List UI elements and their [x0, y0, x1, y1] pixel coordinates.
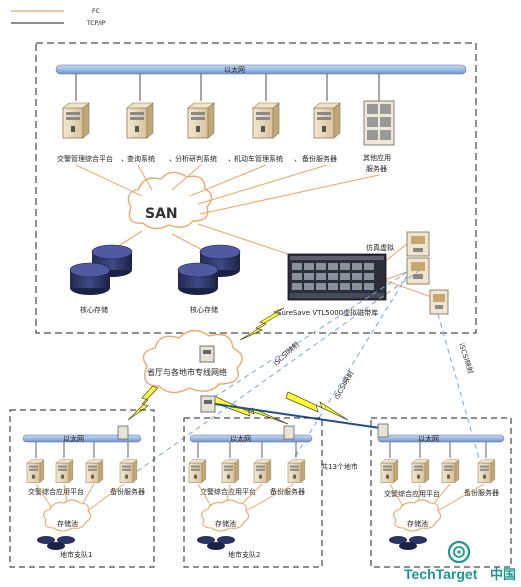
- branch-1-storage-icon: [37, 536, 75, 550]
- iscsi-label-vertical: iSCSI映射: [457, 342, 475, 375]
- branch-1-platform: 交警综合应用平台: [28, 487, 84, 496]
- branch-3: 以太网 交警综合应用平台 备份服务器 存储池: [370, 417, 512, 568]
- hq-server-label-2: 查询系统: [127, 154, 155, 163]
- wan-bolts: [127, 307, 349, 425]
- other-app-server-icon: [363, 100, 395, 146]
- hq-server-label-4: 机动车管理系统: [234, 154, 283, 163]
- branch-1-backup: 备份服务器: [110, 487, 145, 496]
- legend: FC TCP/IP: [11, 8, 106, 27]
- branch-2-router-icon: [283, 425, 295, 440]
- branch-3-region: [370, 417, 512, 568]
- branch-2-ethernet: 以太网: [230, 434, 251, 443]
- san-label: SAN: [145, 206, 178, 222]
- hq-server-label-5: 备份服务器: [302, 154, 337, 163]
- techtarget-logo: TechTarget 中国: [404, 540, 516, 583]
- branch-3-router-icon: [377, 423, 389, 438]
- iscsi-label-1: iSCSI映射: [271, 340, 301, 368]
- other-app-label-2: 服务器: [366, 164, 387, 173]
- iscsi-label-2: iSCSI映射: [332, 369, 356, 401]
- branch-2-platform: 交警综合应用平台: [200, 487, 256, 496]
- hq-server-icon-5: [313, 102, 341, 139]
- hq-server-icon-4: [252, 102, 280, 139]
- branch-3-storage-icon: [389, 536, 427, 550]
- tape-library-icon-1: [406, 231, 430, 257]
- svg-text:、: 、: [121, 155, 128, 163]
- core-storage-right-label: 核心存储: [190, 305, 218, 314]
- techtarget-region: 中国: [490, 567, 516, 583]
- core-storage-left: 核心存储: [69, 244, 133, 314]
- branch-1-ethernet: 以太网: [63, 434, 84, 443]
- hq-server-icon-3: [187, 102, 215, 139]
- svg-text:、: 、: [169, 155, 176, 163]
- branch-1-router-icon: [117, 425, 129, 440]
- emulated-tape-label: 仿真虚拟: [366, 243, 394, 252]
- branch-2-region: [183, 417, 323, 568]
- hq-server-label-1: 交警管理综合平台: [57, 154, 113, 163]
- branch-1-pool: 存储池: [57, 519, 78, 528]
- other-app-label-1: 其他应用: [363, 153, 391, 162]
- total-cities-label: 共13个地市: [321, 462, 358, 471]
- branch-3-ethernet: 以太网: [418, 434, 439, 443]
- hq-server-label-3: 分析研判系统: [175, 154, 217, 163]
- legend-fc-label: FC: [92, 8, 100, 15]
- wan-router-icon-1: [199, 345, 215, 363]
- tape-library-icon-3: [429, 289, 449, 315]
- vtl-appliance-icon: [287, 253, 387, 301]
- wan-cloud: 省厅与各地市专线网络: [142, 329, 243, 394]
- techtarget-brand: TechTarget: [404, 566, 478, 582]
- branch-3-platform: 交警综合应用平台: [384, 489, 440, 498]
- hq-server-icon-2: [126, 102, 154, 139]
- hq-server-labels: 交警管理综合平台 、 查询系统 、 分析研判系统 、 机动车管理系统 、 备份服…: [57, 153, 391, 173]
- branch-1-region: [9, 409, 155, 568]
- branch-2-name: 地市支队2: [228, 550, 260, 559]
- vtl-label: SureSave VTL5000虚拟磁带库: [277, 308, 378, 317]
- hq-ethernet-bar: 以太网: [55, 64, 467, 75]
- branch-2-backup: 备份服务器: [270, 487, 305, 496]
- wan-network-label: 省厅与各地市专线网络: [147, 367, 227, 377]
- core-storage-right: 核心存储: [177, 244, 241, 314]
- wan-router-icon-2: [200, 395, 216, 413]
- hq-ethernet-label: 以太网: [224, 65, 245, 74]
- branch-1: 以太网 交警综合应用平台 备份服务器 存储池 地市支队1: [9, 409, 155, 568]
- core-storage-left-label: 核心存储: [80, 305, 108, 314]
- branch-1-name: 地市支队1: [60, 550, 92, 559]
- branch-2: 以太网 交警综合应用平台 备份服务器 存储池 地市支队2: [183, 417, 323, 568]
- branch-3-pool: 存储池: [407, 519, 428, 528]
- svg-text:、: 、: [228, 155, 235, 163]
- svg-text:、: 、: [294, 155, 301, 163]
- branch-2-pool: 存储池: [215, 519, 236, 528]
- branch-2-storage-icon: [197, 536, 235, 550]
- legend-tcpip-label: TCP/IP: [86, 20, 106, 27]
- hq-server-icon-1: [62, 102, 90, 139]
- branch-3-backup: 备份服务器: [464, 488, 499, 497]
- san-cloud: SAN: [127, 171, 213, 230]
